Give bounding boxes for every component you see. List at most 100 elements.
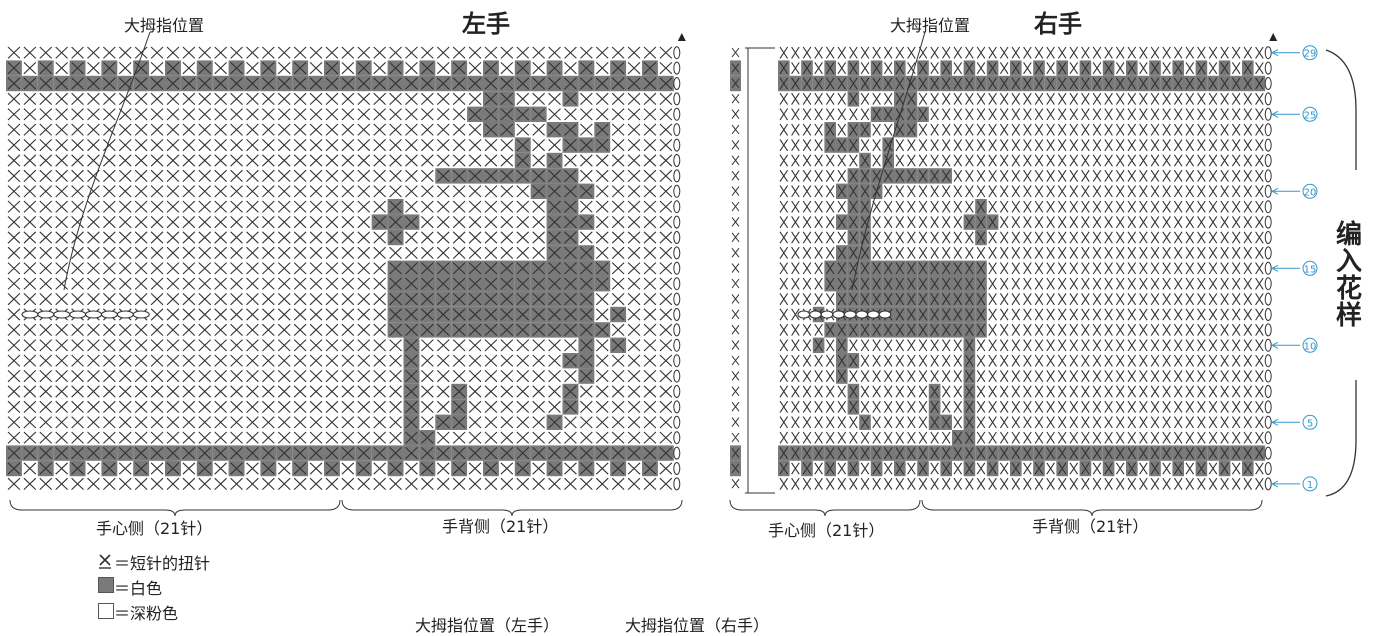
left-stitch-icon (595, 216, 609, 229)
left-stitch-icon (325, 354, 339, 367)
left-stitch-icon (373, 62, 386, 75)
right-stitch-icon (872, 323, 881, 336)
left-stitch-icon (611, 92, 625, 105)
left-stitch-icon (532, 246, 545, 259)
left-stitch-icon (87, 262, 100, 275)
left-stitch-icon (595, 123, 609, 136)
left-stitch-icon (548, 277, 561, 290)
right-stitch-icon (918, 169, 928, 182)
left-stitch-icon (198, 339, 212, 352)
left-stitch-icon (325, 200, 339, 213)
left-stitch-icon (468, 216, 482, 229)
left-stitch-icon (627, 462, 641, 475)
right-stitch-icon (1034, 77, 1044, 90)
left-stitch-icon (55, 447, 68, 460)
left-stitch-icon (548, 108, 561, 121)
left-stitch-icon (55, 200, 68, 213)
left-stitch-icon (309, 123, 323, 136)
left-stitch-icon (39, 231, 53, 244)
right-stitch-icon (779, 123, 789, 136)
left-stitch-icon (611, 46, 625, 59)
right-stitch-icon (999, 462, 1009, 475)
left-stitch-icon (198, 108, 212, 121)
right-stitch-icon (872, 108, 881, 121)
row-marker-circle (1302, 414, 1318, 430)
right-stitch-icon (895, 385, 905, 398)
left-stitch-icon (87, 385, 100, 398)
right-stitch-icon (907, 231, 916, 244)
right-stitch-icon (1127, 447, 1137, 460)
right-stitch-icon (1011, 293, 1021, 306)
left-stitch-icon (484, 246, 498, 259)
right-stitch-icon (1034, 431, 1044, 444)
right-stitch-icon (1139, 185, 1148, 198)
left-stitch-icon (643, 477, 657, 490)
right-stitch-icon (965, 139, 974, 152)
right-stitch-icon (1127, 216, 1137, 229)
right-stitch-icon (1011, 416, 1021, 429)
right-stitch-icon (1208, 262, 1218, 275)
left-stitch-icon (214, 92, 227, 105)
right-stitch-icon (1139, 277, 1148, 290)
right-stitch-icon (814, 77, 823, 90)
right-stitch-icon (860, 246, 870, 259)
row-marker-label: 20 (1304, 187, 1317, 198)
left-stitch-icon (484, 108, 498, 121)
right-stitch-icon (779, 431, 789, 444)
right-stitch-icon (1127, 370, 1137, 383)
right-stitch-icon (779, 323, 789, 336)
left-stitch-icon (389, 200, 402, 213)
right-stitch-icon (1046, 323, 1055, 336)
right-stitch-icon (1185, 62, 1195, 75)
right-stitch-icon (1092, 123, 1102, 136)
left-stitch-icon (277, 200, 291, 213)
left-stitch-icon (262, 216, 275, 229)
right-stitch-icon (1069, 46, 1079, 59)
right-stitch-icon (1162, 277, 1171, 290)
right-stitch-icon (1104, 477, 1113, 490)
left-stitch-icon (468, 185, 482, 198)
left-stitch-icon (309, 308, 323, 321)
right-stitch-icon (1139, 477, 1148, 490)
right-stitch-icon (907, 246, 916, 259)
left-stitch-icon (405, 231, 418, 244)
left-stitch-icon (214, 277, 227, 290)
right-stitch-icon (1208, 370, 1218, 383)
row-marker-label: 25 (1304, 110, 1317, 121)
left-chain-icon (673, 323, 681, 337)
left-stitch-icon (7, 293, 21, 306)
left-stitch-icon (373, 262, 386, 275)
right-stitch-icon (1023, 400, 1032, 413)
right-stitch-icon (1057, 77, 1067, 90)
right-stitch-icon (930, 462, 939, 475)
left-stitch-icon (452, 77, 466, 90)
left-stitch-icon (214, 462, 227, 475)
right-stitch-icon (1081, 154, 1090, 167)
left-stitch-icon (405, 416, 418, 429)
right-stitch-icon (1243, 293, 1253, 306)
right-stitch-icon (1139, 46, 1148, 59)
right-stitch-icon (1057, 185, 1067, 198)
right-stitch-icon (837, 431, 847, 444)
right-stitch-icon (1069, 154, 1079, 167)
right-stitch-icon (895, 77, 905, 90)
left-stitch-icon (230, 462, 243, 475)
left-stitch-icon (643, 323, 657, 336)
right-stitch-icon (1150, 370, 1160, 383)
right-stitch-icon (941, 46, 951, 59)
left-stitch-icon (564, 185, 577, 198)
left-stitch-icon (277, 477, 291, 490)
right-stitch-icon (1185, 123, 1195, 136)
right-stitch-icon (988, 46, 997, 59)
right-chain-icon (1264, 77, 1272, 90)
left-stitch-icon (627, 431, 641, 444)
right-stitch-icon (1197, 262, 1206, 275)
left-stitch-icon (405, 323, 418, 336)
left-stitch-icon (325, 385, 339, 398)
left-stitch-icon (277, 108, 291, 121)
left-stitch-icon (7, 385, 21, 398)
right-stitch-icon (1127, 185, 1137, 198)
right-stitch-icon (1185, 354, 1195, 367)
right-stitch-icon (1023, 216, 1032, 229)
right-stitch-icon (837, 416, 847, 429)
